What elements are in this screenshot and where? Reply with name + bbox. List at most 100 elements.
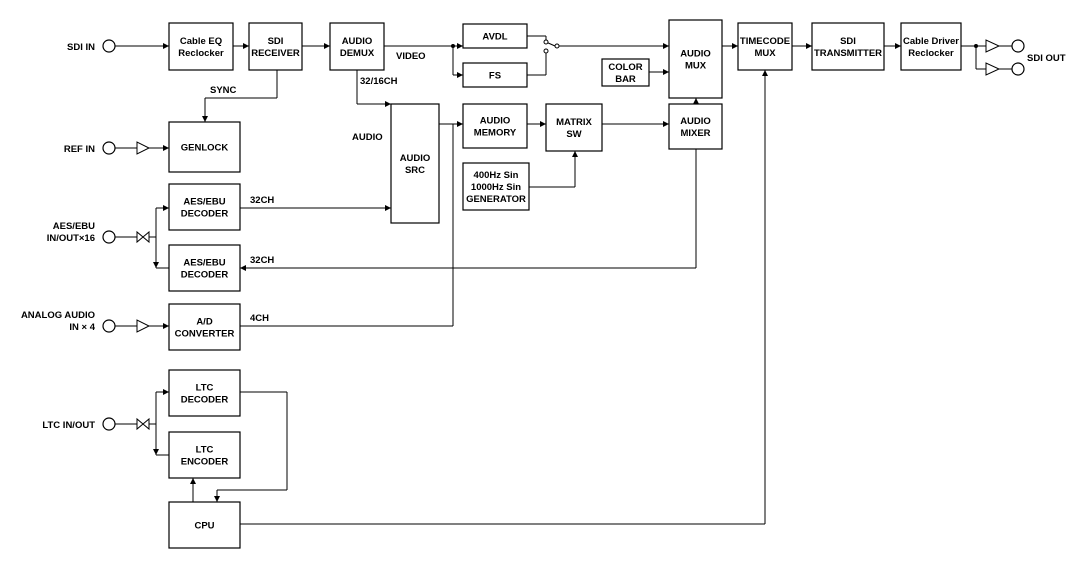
fs-box (462, 62, 528, 88)
connection-lines (115, 35, 1012, 525)
ad-converter-box (168, 303, 241, 351)
ltc-io-connector (102, 417, 116, 431)
sync-signal-label: SYNC (210, 85, 237, 96)
timecode-mux-label-1: MUX (754, 48, 776, 59)
video-switch (543, 39, 560, 54)
matrix-sw-label-1: SW (566, 129, 581, 140)
aes-io-port-label-0: AES/EBU (53, 221, 95, 232)
aes-io-port-label-1: IN/OUT×16 (47, 233, 95, 244)
ch4-signal-label: 4CH (250, 313, 269, 324)
sdi-receiver-label-1: RECEIVER (251, 48, 300, 59)
ltc-encoder-box (168, 431, 241, 479)
ltc-decoder-box (168, 369, 241, 417)
analog-in-connector (102, 319, 116, 333)
ch-32-16-signal-label: 32/16CH (360, 76, 398, 87)
audio-signal-label: AUDIO (352, 132, 383, 143)
sdi-receiver-box (248, 22, 303, 71)
junction-dots (451, 44, 978, 48)
ref-in-connector (102, 141, 116, 155)
generator-label-1: 1000Hz Sin (471, 182, 521, 193)
ltc-encoder-label-0: LTC (196, 445, 214, 456)
sdi-in-port-label-0: SDI IN (67, 42, 95, 53)
audio-mixer-box (668, 103, 723, 150)
ltc-decoder-label-0: LTC (196, 383, 214, 394)
matrix-sw-label-0: MATRIX (556, 117, 592, 128)
ref-buffer-icon (136, 141, 151, 155)
audio-mux-label-0: AUDIO (680, 49, 711, 60)
aes-decoder-2-label-0: AES/EBU (183, 258, 225, 269)
analog-buffer-icon (136, 319, 151, 333)
aes-decoder-1-box (168, 183, 241, 231)
color-bar-label-0: COLOR (608, 62, 642, 73)
sdi-out-connector-1 (1011, 39, 1025, 53)
sdi-out-buffer-1-icon (985, 39, 1001, 53)
port-connectors (102, 39, 1025, 431)
ch32-a-signal-label: 32CH (250, 195, 274, 206)
aes-bidir-buffer-icon (136, 230, 150, 244)
analog-in-port-label-0: ANALOG AUDIO (21, 310, 95, 321)
audio-src-box (390, 103, 440, 224)
audio-memory-label-0: AUDIO (480, 116, 511, 127)
cable-driver-box (900, 22, 962, 71)
audio-demux-label-1: DEMUX (340, 48, 375, 59)
avdl-block: AVDL (462, 23, 528, 49)
audio-memory-box (462, 103, 528, 149)
generator-label-0: 400Hz Sin (474, 170, 519, 181)
ad-converter-label-1: CONVERTER (175, 329, 235, 340)
audio-mux-label-1: MUX (685, 61, 707, 72)
audio-mux-box (668, 19, 723, 99)
aes-io-connector (102, 230, 116, 244)
aes-decoder-2-label-1: DECODER (181, 270, 229, 281)
color-bar-box (601, 58, 650, 87)
ltc-bidir-buffer-icon (136, 417, 150, 431)
sdi-in-connector (102, 39, 116, 53)
timecode-mux-box (737, 22, 793, 71)
arrowheads (153, 43, 901, 502)
timecode-mux-label-0: TIMECODE (740, 36, 790, 47)
ltc-decoder-label-1: DECODER (181, 395, 229, 406)
aes-decoder-2-box (168, 244, 241, 292)
generator-box (462, 162, 530, 211)
fs-label-0: FS (489, 71, 501, 82)
ltc-encoder-label-1: ENCODER (181, 457, 229, 468)
genlock-label-0: GENLOCK (181, 143, 229, 154)
audio-mixer-label-1: MIXER (680, 128, 710, 139)
cpu-block: CPU (168, 501, 241, 549)
audio-memory-label-1: MEMORY (474, 128, 517, 139)
genlock-block: GENLOCK (168, 121, 241, 173)
sdi-out-port-label-0: SDI OUT (1027, 53, 1066, 64)
sdi-transmitter-label-1: TRANSMITTER (814, 48, 882, 59)
aes-decoder-1-label-1: DECODER (181, 209, 229, 220)
analog-in-port-label-1: IN × 4 (69, 322, 95, 333)
avdl-label-0: AVDL (482, 32, 507, 43)
audio-src-label-1: SRC (405, 165, 425, 176)
avdl-box (462, 23, 528, 49)
ltc-io-port-label-0: LTC IN/OUT (42, 420, 95, 431)
audio-demux-box (329, 22, 385, 71)
cable-eq-label-0: Cable EQ (180, 36, 222, 47)
sdi-out-buffer-2-icon (985, 62, 1001, 76)
genlock-box (168, 121, 241, 173)
cable-driver-label-1: Reclocker (908, 48, 954, 59)
color-bar-label-1: BAR (615, 74, 636, 85)
buffer-symbols (136, 39, 1001, 431)
sdi-transmitter-box (811, 22, 885, 71)
fs-block: FS (462, 62, 528, 88)
